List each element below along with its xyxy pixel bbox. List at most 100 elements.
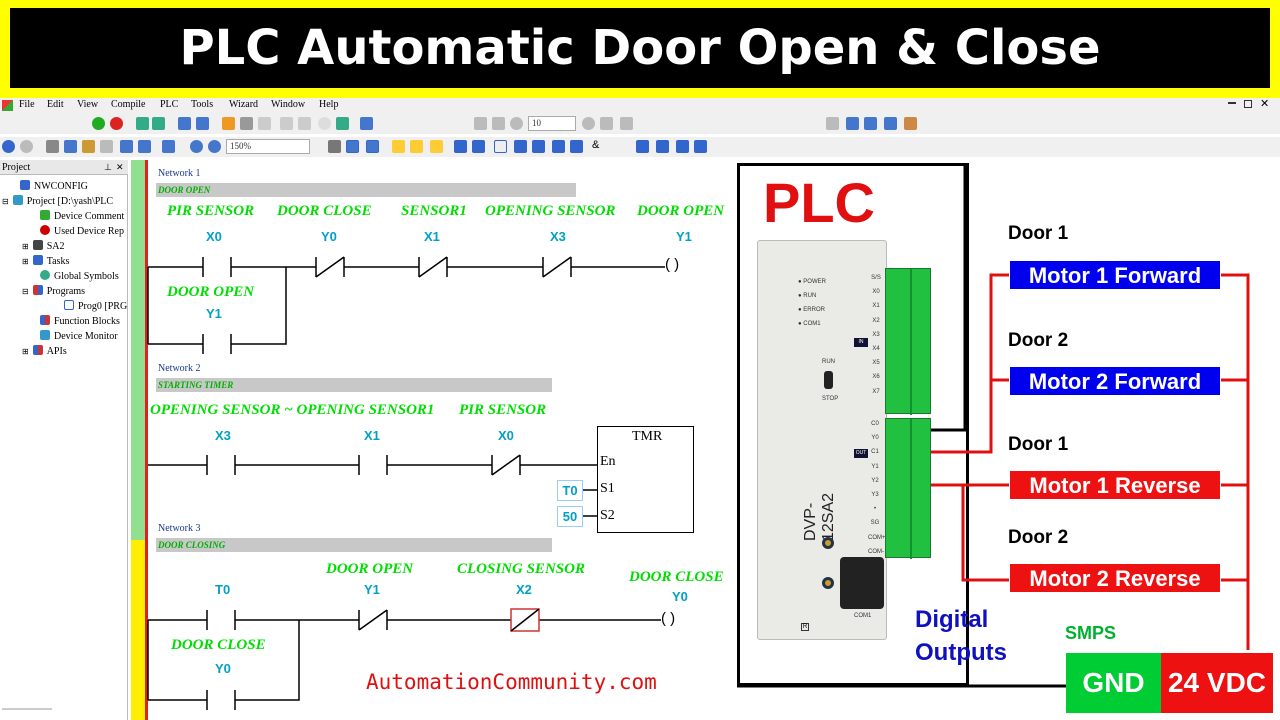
- tree-item-device-monitor[interactable]: Device Monitor: [40, 330, 128, 342]
- ladder-view-icon[interactable]: [346, 140, 359, 153]
- tree-item-tasks[interactable]: ⊞Tasks: [22, 255, 70, 267]
- hline-icon[interactable]: [636, 140, 649, 153]
- table2-icon[interactable]: [864, 117, 877, 130]
- upload-icon[interactable]: [136, 117, 149, 130]
- n3-c3-contact[interactable]: [510, 608, 540, 632]
- table-icon[interactable]: [846, 117, 859, 130]
- monitor2-icon[interactable]: [196, 117, 209, 130]
- copy-icon[interactable]: [64, 140, 77, 153]
- close-window-icon[interactable]: ✕: [1260, 98, 1270, 110]
- download-icon[interactable]: [152, 117, 165, 130]
- branch-icon[interactable]: [676, 140, 689, 153]
- pin-icon[interactable]: ⊥: [104, 162, 112, 172]
- vline-icon[interactable]: [656, 140, 669, 153]
- zoom-select[interactable]: 150%: [226, 139, 310, 154]
- step-count-field[interactable]: 10: [528, 116, 576, 131]
- tree-scrollbar[interactable]: [2, 708, 52, 710]
- pause-icon[interactable]: [510, 117, 523, 130]
- folder3-icon[interactable]: [430, 140, 443, 153]
- branch2-icon[interactable]: [694, 140, 707, 153]
- sfc-view-icon[interactable]: [366, 140, 379, 153]
- tool3-icon[interactable]: [298, 117, 311, 130]
- function-icon[interactable]: [552, 140, 565, 153]
- input-terminal-block[interactable]: [885, 268, 931, 415]
- menu-edit[interactable]: Edit: [47, 99, 64, 110]
- n3-coil[interactable]: ( ): [661, 610, 676, 627]
- find-icon[interactable]: [162, 140, 175, 153]
- door-label-3: Door 1: [1008, 434, 1069, 455]
- contact-nc-icon[interactable]: [472, 140, 485, 153]
- stop-icon[interactable]: [110, 117, 123, 130]
- monitor-icon[interactable]: [178, 117, 191, 130]
- tree-item-sa2[interactable]: ⊞SA2: [22, 240, 65, 252]
- menu-help[interactable]: Help: [319, 99, 339, 110]
- tmr-block[interactable]: TMR En S1 S2: [597, 426, 694, 533]
- tree-item-used-device[interactable]: Used Device Rep: [40, 225, 128, 237]
- compile-icon[interactable]: [222, 117, 235, 130]
- tmr-s1-value[interactable]: T0: [557, 480, 583, 501]
- check-icon[interactable]: [240, 117, 253, 130]
- tree-item-device-comment[interactable]: Device Comment: [40, 210, 128, 222]
- record-icon[interactable]: [582, 117, 595, 130]
- plc-icon: [32, 240, 43, 250]
- n1-coil[interactable]: ( ): [665, 256, 680, 273]
- undo-icon[interactable]: [120, 140, 133, 153]
- reset-icon[interactable]: [600, 117, 613, 130]
- step2-icon[interactable]: [492, 117, 505, 130]
- tree-item-global-symbols[interactable]: Global Symbols: [40, 270, 119, 282]
- grid-icon[interactable]: [884, 117, 897, 130]
- redo-icon[interactable]: [138, 140, 151, 153]
- line-icon[interactable]: [514, 140, 527, 153]
- list-icon[interactable]: [826, 117, 839, 130]
- folder-icon[interactable]: [392, 140, 405, 153]
- step-icon[interactable]: [474, 117, 487, 130]
- refresh-icon[interactable]: [620, 117, 633, 130]
- menu-window[interactable]: Window: [271, 99, 306, 110]
- output-terminal-block[interactable]: [885, 418, 931, 559]
- tree-item-prog0[interactable]: Prog0 [PRG: [64, 300, 128, 312]
- pot-1[interactable]: [822, 577, 834, 589]
- back-icon[interactable]: [2, 140, 15, 153]
- ladder-editor[interactable]: Network 1 DOOR OPEN PIR SENSOR DOOR CLOS…: [131, 160, 735, 720]
- run-icon[interactable]: [92, 117, 105, 130]
- contact-no-icon[interactable]: [454, 140, 467, 153]
- com1-port[interactable]: [840, 557, 884, 609]
- run-stop-switch[interactable]: [824, 371, 833, 389]
- zoom-in-icon[interactable]: [190, 140, 203, 153]
- tool4-icon[interactable]: [336, 117, 349, 130]
- minimize-icon[interactable]: [1228, 102, 1236, 104]
- tool-icon[interactable]: [258, 117, 271, 130]
- menu-wizard[interactable]: Wizard: [229, 99, 259, 110]
- tree-item-nwconfig[interactable]: NWCONFIG: [20, 180, 88, 192]
- tree-item-programs[interactable]: ⊟Programs: [22, 285, 86, 297]
- and-icon[interactable]: &: [592, 139, 600, 151]
- menu-tools[interactable]: Tools: [191, 99, 214, 110]
- coil-icon[interactable]: [532, 140, 545, 153]
- zoom-out-icon[interactable]: [208, 140, 221, 153]
- folder2-icon[interactable]: [410, 140, 423, 153]
- delete-icon[interactable]: [100, 140, 113, 153]
- paste-icon[interactable]: [82, 140, 95, 153]
- network-gutter-green: [131, 160, 145, 540]
- tree-item-apis[interactable]: ⊞APIs: [22, 345, 67, 357]
- tool5-icon[interactable]: [360, 117, 373, 130]
- ladder-mode-icon[interactable]: [328, 140, 341, 153]
- forward-icon[interactable]: [20, 140, 33, 153]
- tool2-icon[interactable]: [280, 117, 293, 130]
- tree-item-function-blocks[interactable]: Function Blocks: [40, 315, 128, 327]
- menu-file[interactable]: File: [19, 99, 35, 110]
- api-icon[interactable]: [570, 140, 583, 153]
- menu-compile[interactable]: Compile: [111, 99, 146, 110]
- cut-icon[interactable]: [46, 140, 59, 153]
- tree-item-project[interactable]: ⊟Project [D:\yash\PLC: [2, 195, 114, 207]
- module-icon[interactable]: [904, 117, 917, 130]
- close-pane-icon[interactable]: ✕: [116, 162, 124, 172]
- tmr-s2-value[interactable]: 50: [557, 506, 583, 527]
- restore-icon[interactable]: [1244, 100, 1252, 108]
- menu-plc[interactable]: PLC: [160, 99, 179, 110]
- pot-0[interactable]: [822, 537, 834, 549]
- pointer-icon[interactable]: [494, 140, 507, 153]
- menu-view[interactable]: View: [77, 99, 99, 110]
- bulb-icon[interactable]: [318, 117, 331, 130]
